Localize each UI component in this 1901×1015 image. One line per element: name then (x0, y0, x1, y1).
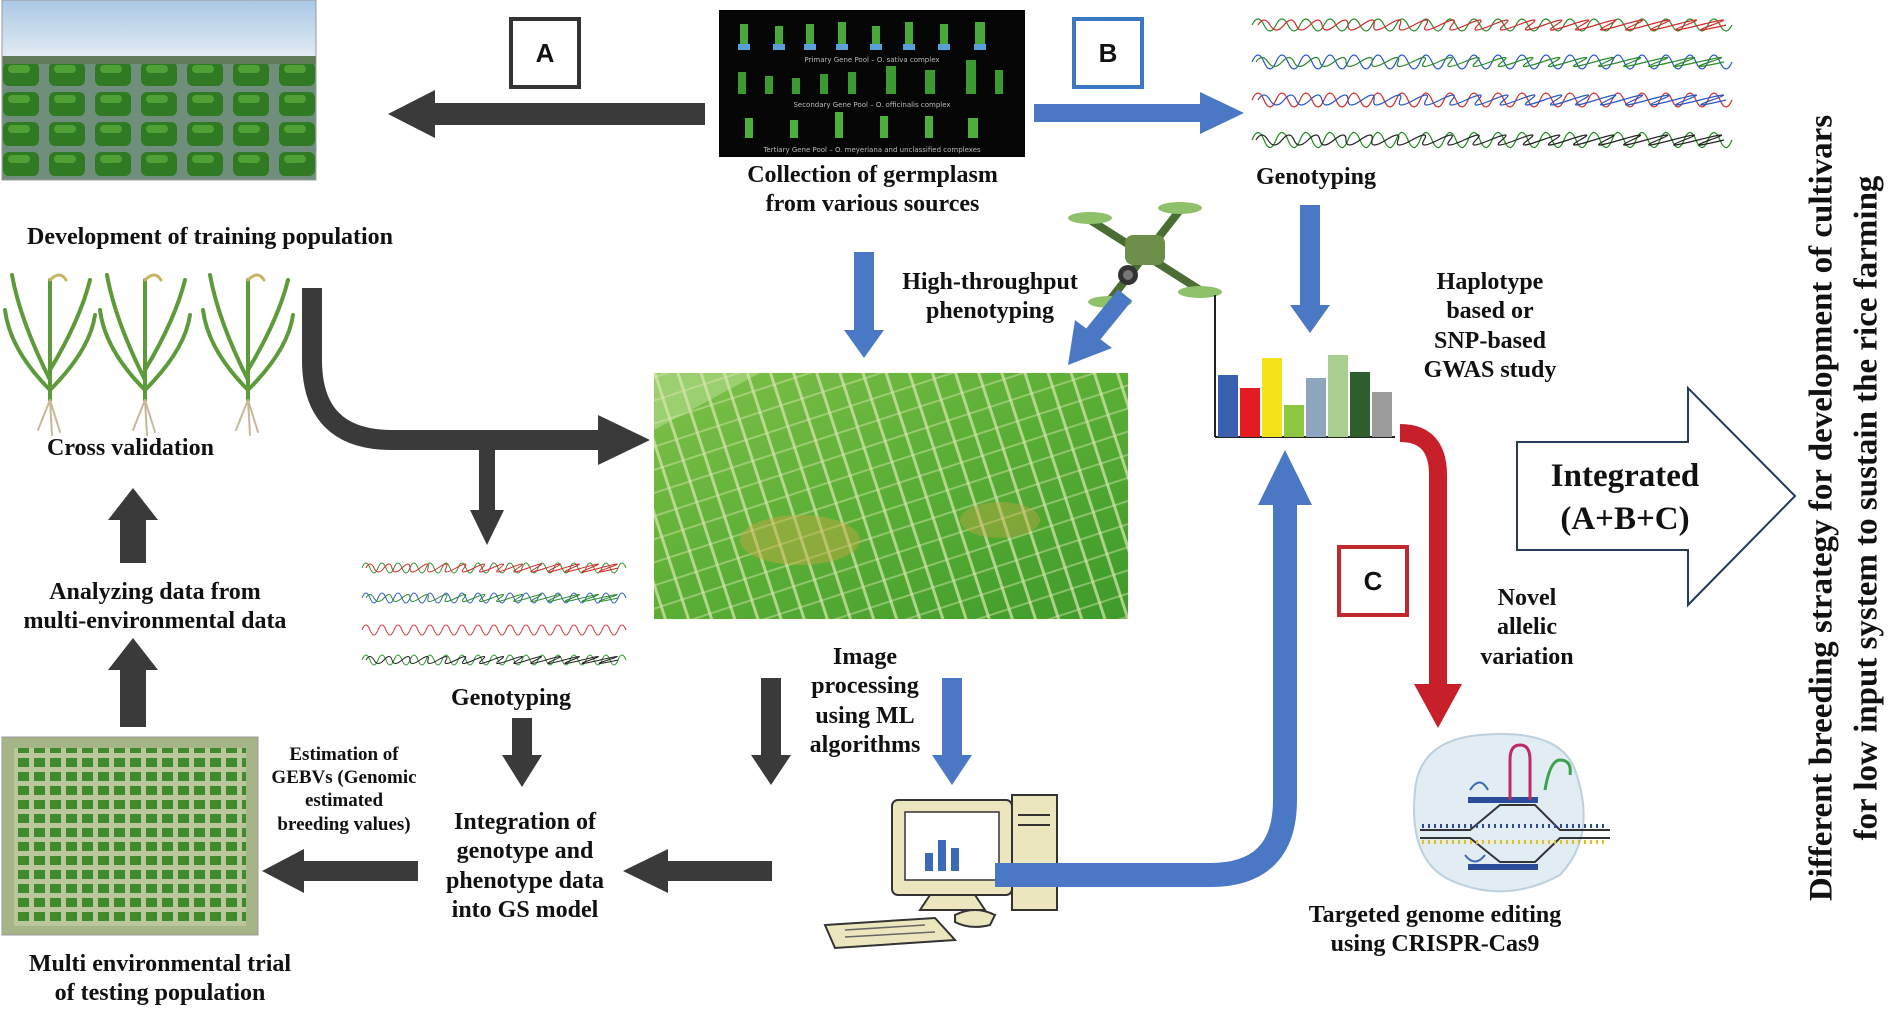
label-cross-validation: Cross validation (47, 435, 214, 461)
box-a: A (509, 17, 581, 89)
analyzing-line-1: Analyzing data from (49, 579, 261, 605)
image-line-2: processing (811, 673, 919, 700)
label-collection-of-germplasm: Collection of germplasm from various sou… (700, 161, 1045, 220)
estimation-line-2: GEBVs (Genomic (271, 767, 417, 789)
haplotype-line-4: GWAS study (1423, 356, 1557, 383)
collection-line-1: Collection of germplasm (747, 162, 998, 188)
label-analyzing-data: Analyzing data from multi-environmental … (0, 578, 310, 637)
label-novel-allelic-variation: Novel allelic variation (1462, 584, 1592, 672)
chromatogram-mid (360, 545, 630, 670)
gwas-bar-1 (1218, 375, 1238, 437)
gwas-bar-8 (1372, 392, 1392, 437)
arrow-analyzing-to-cross-validation (108, 488, 158, 563)
rice-plants-illustration (3, 273, 295, 436)
estimation-line-4: breeding values) (277, 813, 411, 835)
germplasm-panel: Primary Gene Pool – O. sativa complex Se… (719, 10, 1025, 157)
image-line-3: using ML (815, 702, 915, 729)
arrow-to-genotyping (1034, 92, 1244, 134)
label-development-of-training-population: Development of training population (27, 224, 394, 250)
targeted-line-2: using CRISPR-Cas9 (1330, 931, 1540, 958)
label-genotyping-mid: Genotyping (451, 685, 572, 711)
plant-pot-row-1 (740, 22, 985, 44)
arrow-gwas-to-crispr (1399, 424, 1462, 728)
arrow-training-to-field (302, 288, 650, 545)
label-integrated-abc: Integrated (A+B+C) (1545, 455, 1705, 541)
gene-pool-row-3-label: Tertiary Gene Pool – O. meyeriana and un… (762, 146, 981, 154)
plant-pot-row-2 (738, 60, 1003, 94)
integrated-outline-arrow (1516, 385, 1797, 608)
integration-line-2: genotype and (456, 838, 594, 865)
multi-env-line-1: Multi environmental trial (28, 951, 292, 977)
label-integration-gs-model: Integration of genotype and phenotype da… (420, 808, 630, 925)
arrow-genotyping-to-integration (502, 718, 542, 787)
collection-line-2: from various sources (765, 191, 980, 218)
gene-pool-row-1-label: Primary Gene Pool – O. sativa complex (804, 56, 939, 64)
image-line-1: Image (833, 644, 897, 670)
arrow-collection-to-phenotyping (844, 252, 884, 358)
integration-line-3: phenotype data (445, 867, 605, 894)
arrow-image-processing-dark (751, 678, 791, 785)
gwas-chart (1214, 295, 1395, 438)
arrow-trial-to-analyzing (108, 638, 158, 727)
chromatogram-top (1250, 0, 1740, 160)
arrow-integration-to-trial (262, 849, 418, 893)
side-title-line-1: Different breeding strategy for developm… (1803, 114, 1840, 902)
label-haplotype-gwas: Haplotype based or SNP-based GWAS study (1390, 268, 1590, 385)
haplotype-line-3: SNP-based (1433, 327, 1547, 354)
arrow-computer-to-gwas (995, 450, 1312, 887)
gene-pool-row-2-label: Secondary Gene Pool – O. officinalis com… (793, 101, 950, 109)
label-image-processing: Image processing using ML algorithms (800, 643, 930, 760)
gwas-bar-6 (1328, 355, 1348, 437)
crispr-illustration (1413, 733, 1610, 893)
novel-line-3: variation (1480, 643, 1574, 670)
gwas-bar-7 (1350, 372, 1370, 437)
plant-pot-row-3 (745, 112, 978, 138)
side-title-line-2: for low input system to sustain the rice… (1848, 175, 1884, 841)
haplotype-line-2: based or (1446, 298, 1534, 325)
computer-illustration (823, 794, 1058, 950)
gwas-bar-4 (1284, 405, 1304, 437)
training-population-photo (1, 0, 317, 181)
aerial-field-photo (654, 373, 1128, 619)
htp-line-2: phenotyping (925, 298, 1055, 325)
label-estimation-of-gebvs: Estimation of GEBVs (Genomic estimated b… (258, 743, 430, 836)
label-multi-environmental-trial: Multi environmental trial of testing pop… (0, 950, 320, 1009)
arrow-image-processing-blue (932, 678, 972, 785)
image-line-4: algorithms (809, 731, 921, 758)
arrow-computer-to-integration (623, 849, 772, 893)
trial-field-photo (1, 736, 259, 936)
analyzing-line-2: multi-environmental data (23, 608, 287, 635)
novel-line-1: Novel (1497, 585, 1557, 611)
arrow-genotyping-to-gwas (1290, 205, 1330, 333)
integrated-line-2: (A+B+C) (1560, 500, 1690, 537)
box-c: C (1337, 545, 1409, 617)
arrow-to-training-population (388, 90, 705, 138)
label-genotyping-top: Genotyping (1256, 164, 1377, 190)
side-title: Different breeding strategy for developm… (1799, 115, 1888, 901)
integration-line-1: Integration of (454, 809, 596, 835)
integrated-line-1: Integrated (1550, 458, 1700, 494)
gwas-bar-5 (1306, 378, 1326, 437)
novel-line-2: allelic (1497, 614, 1557, 641)
estimation-line-3: estimated (304, 790, 384, 812)
box-b: B (1072, 17, 1144, 89)
gwas-bar-3 (1262, 358, 1282, 437)
gwas-bar-2 (1240, 388, 1260, 437)
estimation-line-1: Estimation of (289, 744, 399, 765)
haplotype-line-1: Haplotype (1436, 269, 1544, 295)
multi-env-line-2: of testing population (54, 980, 266, 1007)
label-high-throughput-phenotyping: High-throughput phenotyping (882, 268, 1098, 327)
label-targeted-genome-editing: Targeted genome editing using CRISPR-Cas… (1275, 901, 1595, 960)
htp-line-1: High-throughput (902, 269, 1078, 295)
integration-line-4: into GS model (451, 896, 599, 923)
arrow-drone-to-field (1068, 289, 1132, 365)
targeted-line-1: Targeted genome editing (1308, 902, 1562, 928)
